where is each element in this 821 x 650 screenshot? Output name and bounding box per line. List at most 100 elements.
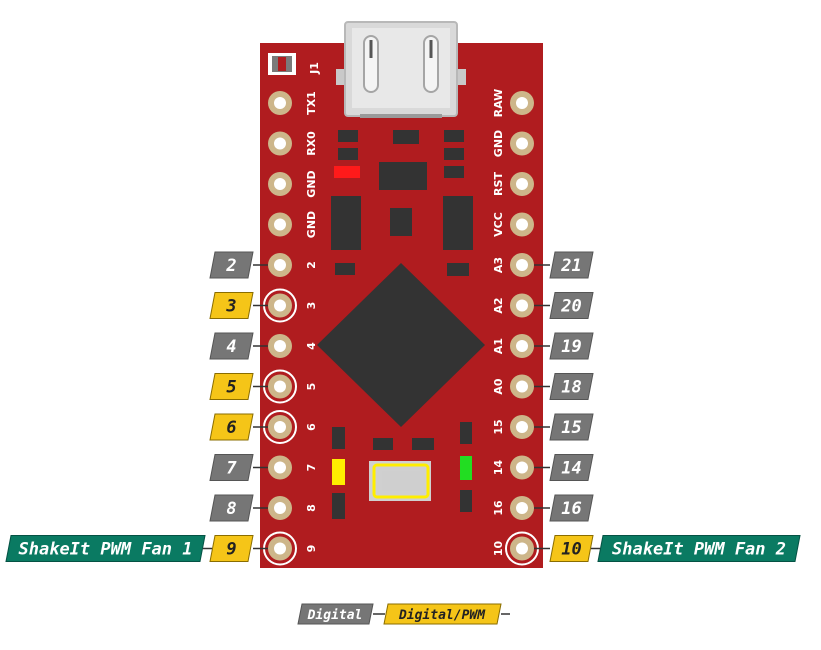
usb-connector-icon	[336, 21, 466, 118]
right-pin-1-silk-label: GND	[492, 130, 505, 157]
left-pin-6-hole	[274, 340, 286, 352]
led-green	[460, 456, 472, 480]
right-pin-0-hole	[516, 97, 528, 109]
right-pin-7-hole	[516, 380, 528, 393]
right-pin-11-tag	[549, 535, 594, 562]
right-pin-3-silk-label: VCC	[492, 212, 505, 237]
left-pin-10-tag-label: 8	[226, 499, 236, 519]
left-pin-8-tag-label: 6	[226, 418, 236, 438]
legend-pwm: Digital/PWM	[383, 603, 510, 625]
left-pin-7-hole	[274, 380, 286, 393]
right-pin-10-silk-label: 16	[492, 500, 505, 516]
reset-button-icon	[369, 461, 431, 501]
right-pin-8-silk-label: 15	[492, 419, 505, 434]
left-pin-11-function-label-text: ShakeIt PWM Fan 1	[19, 540, 193, 560]
right-pin-10-tag	[549, 494, 594, 522]
right-pin-11-silk-label: 10	[492, 541, 505, 557]
led-yellow	[332, 459, 345, 485]
right-pin-10-hole	[516, 502, 528, 514]
right-pin-6-hole	[516, 340, 528, 352]
left-pin-4-tag	[209, 251, 254, 279]
left-pin-0-silk-label: TX1	[305, 91, 318, 115]
right-pin-6-silk-label: A1	[492, 338, 505, 354]
right-pin-5-silk-label: A2	[492, 297, 505, 313]
smd-components	[331, 130, 473, 519]
left-pin-0-hole	[274, 97, 286, 109]
left-pin-3-hole	[274, 218, 286, 231]
left-pin-3-silk-label: GND	[305, 211, 318, 238]
left-pin-6-silk-label: 4	[305, 342, 318, 350]
right-pin-2-silk-label: RST	[492, 172, 505, 196]
right-pin-9-hole	[516, 461, 528, 474]
right-pin-6-tag-label: 19	[561, 337, 581, 357]
jumper-j1-label: J1	[308, 62, 321, 75]
left-pin-10-tag	[209, 494, 254, 522]
left-pin-11-function-label	[5, 535, 206, 562]
left-pin-5-tag	[209, 292, 254, 319]
right-pin-4-silk-label: A3	[492, 257, 505, 273]
right-pin-7-tag-label: 18	[561, 378, 581, 398]
left-pin-2-silk-label: GND	[305, 170, 318, 197]
right-pin-3-hole	[516, 218, 528, 231]
jumper-j1-icon	[268, 53, 296, 75]
left-pin-4-silk-label: 2	[305, 261, 318, 269]
right-pin-8-hole	[516, 421, 528, 433]
legend: Digital Digital/PWM	[297, 603, 510, 625]
right-pin-11-function-label	[597, 535, 801, 562]
left-pin-8-tag	[209, 413, 254, 441]
left-pin-9-tag-label: 7	[226, 459, 237, 479]
left-pin-7-silk-label: 5	[305, 383, 318, 391]
legend-pwm-label: Digital/PWM	[398, 608, 486, 623]
right-pin-11-function-label-text: ShakeIt PWM Fan 2	[612, 540, 786, 560]
right-pin-9-silk-label: 14	[492, 460, 505, 476]
legend-digital: Digital	[297, 603, 385, 625]
legend-digital-label: Digital	[307, 608, 363, 623]
left-pin-1-hole	[274, 137, 286, 150]
left-pin-5-silk-label: 3	[305, 302, 318, 310]
right-pin-11-tag-label: 10	[561, 540, 581, 560]
right-pin-8-tag-label: 15	[561, 418, 581, 438]
left-pin-5-hole	[274, 299, 286, 312]
right-pin-8-tag	[549, 413, 594, 441]
left-pin-9-tag	[209, 454, 254, 481]
left-pin-9-silk-label: 7	[305, 464, 318, 472]
left-pin-10-silk-label: 8	[305, 504, 318, 512]
left-pin-6-tag	[209, 332, 254, 360]
left-pin-8-silk-label: 6	[305, 423, 318, 431]
right-pin-2-hole	[516, 178, 528, 190]
right-pin-7-silk-label: A0	[492, 378, 505, 395]
left-pin-11-tag-label: 9	[226, 540, 236, 560]
right-pin-11-hole	[516, 542, 528, 555]
left-pin-11-hole	[274, 542, 286, 555]
right-pin-4-hole	[516, 259, 528, 271]
left-pin-11-silk-label: 9	[305, 545, 318, 553]
left-pin-6-tag-label: 4	[226, 337, 236, 357]
right-pin-4-tag-label: 21	[560, 256, 581, 276]
right-pin-5-hole	[516, 299, 528, 312]
led-red	[334, 166, 360, 178]
left-pin-10-hole	[274, 502, 286, 514]
left-pin-5-tag-label: 3	[225, 297, 236, 317]
microcontroller-chip	[317, 263, 485, 427]
left-pin-7-tag	[209, 373, 254, 400]
right-pin-1-hole	[516, 137, 528, 150]
right-pin-0-silk-label: RAW	[492, 89, 505, 118]
right-pin-9-tag-label: 14	[561, 459, 581, 479]
right-pin-6-tag	[549, 332, 594, 360]
left-pin-4-hole	[274, 259, 286, 271]
left-pin-4-tag-label: 2	[225, 256, 236, 276]
right-pin-5-tag-label: 20	[560, 297, 581, 317]
left-pin-2-hole	[274, 178, 286, 190]
left-pin-1-silk-label: RX0	[305, 131, 318, 156]
right-pin-7-tag	[549, 373, 594, 400]
right-pin-9-tag	[549, 454, 594, 481]
right-pin-4-tag	[549, 251, 594, 279]
left-pin-8-hole	[274, 421, 286, 433]
right-pin-5-tag	[549, 292, 594, 319]
right-pin-10-tag-label: 16	[561, 499, 581, 519]
left-pin-11-tag	[209, 535, 254, 562]
left-pin-7-tag-label: 5	[226, 378, 236, 398]
